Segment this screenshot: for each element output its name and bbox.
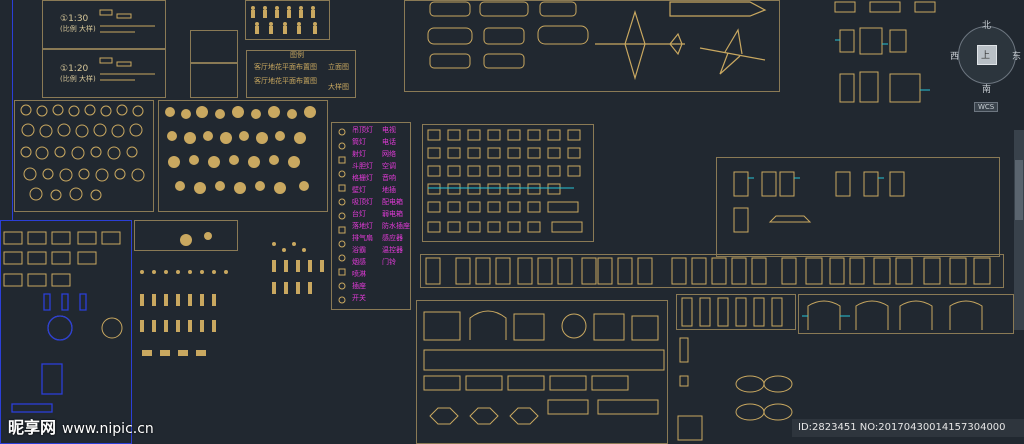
compass-center[interactable]: 上 [981,51,991,61]
legend-item: 插座 [352,282,366,290]
legend-item: 格栅灯 [352,174,373,182]
image-id-label: ID:2823451 NO:20170430014157304000 [792,419,1024,437]
scale-label: ①1:30 [60,14,89,24]
legend-item: 感应器 [382,234,403,242]
legend-row: 客厅地花平面布置图 [254,63,317,71]
equipment-block [3,231,123,413]
panel-block [681,297,783,327]
people-silhouettes-block [134,220,324,356]
legend-item: 防水插座 [382,222,410,230]
airplane-icon [595,9,685,81]
tree-plan-sheet [14,100,154,212]
compass-west[interactable]: 西 [950,52,960,62]
tree-icon [165,106,316,194]
legend-item: 空调 [382,162,396,170]
legend-item: 落地灯 [352,222,373,230]
view-cube-compass[interactable]: 北 南 西 东 上 WCS [950,18,1022,112]
legend-box [246,50,356,98]
legend-item: 弱电箱 [382,210,403,218]
legend-row: 客厅地花平面布置图 [254,77,317,85]
sheet-border [12,0,13,220]
legend-item: 配电箱 [382,198,403,206]
legend-item: 射灯 [352,150,366,158]
door-elevation-block [733,171,905,233]
scale-label: ①1:20 [60,64,89,74]
sheet-frame [42,48,166,50]
legend-item: 门铃 [382,258,396,266]
chair-icon [427,129,583,233]
legend-item: 壁灯 [352,186,366,194]
symbol-legend-list: 吊顶灯 筒灯 射灯 斗胆灯 格栅灯 壁灯 吸顶灯 台灯 落地灯 排气扇 浴霸 烟… [352,126,410,308]
watermark: 昵享网 www.nipic.cn [8,414,154,438]
legend-item: 吸顶灯 [352,198,373,206]
legend-item: 浴霸 [352,246,366,254]
archway-block [802,300,983,330]
tree-elevation-block [165,106,316,194]
scale-sub: (比例 大样) [60,25,96,33]
compass-north[interactable]: 北 [982,21,992,31]
legend-mark: 大样图 [328,83,349,91]
furniture-block [427,129,583,233]
watermark-brand: 昵享网 [8,418,57,437]
panel-sheet [676,294,796,330]
legend-item: 温控器 [382,246,403,254]
compass-east[interactable]: 东 [1012,52,1022,62]
tree-elevation-sheet [158,100,328,212]
wcs-button[interactable]: WCS [974,102,999,112]
legend-item: 网络 [382,150,396,158]
legend-item: 电视 [382,126,396,134]
symbol-legend-sheet [331,122,411,310]
legend-item: 排气扇 [352,234,373,242]
vertical-scrollbar[interactable] [1014,130,1024,330]
tree-plan-block [20,104,145,201]
legend-title: 图例 [290,51,304,59]
gate-arch-block [423,310,665,425]
sheet-frame [190,30,238,98]
airplane-icon [669,1,767,75]
legend-item: 喷淋 [352,270,366,278]
watermark-url: www.nipic.cn [62,421,154,437]
legend-item: 吊顶灯 [352,126,373,134]
door-strip-sheet [420,254,1004,288]
compass-south[interactable]: 南 [982,85,992,95]
legend-mark: 立面图 [328,63,349,71]
legend-item: 音响 [382,174,396,182]
archway-sheet [798,294,1014,334]
door-icon [733,171,905,233]
small-panel-block [677,337,703,441]
legend-item: 烟感 [352,258,366,266]
door-details-block [834,1,936,103]
door-elevation-sheet [716,157,1000,257]
scale-sub: (比例 大样) [60,75,96,83]
symbol-legend-icons [338,128,346,304]
legend-item: 筒灯 [352,138,366,146]
scale-bars [99,9,155,81]
legend-item: 开关 [352,294,366,302]
vehicles-block [427,1,767,81]
vehicles-sheet [404,0,780,92]
legend-item: 台灯 [352,210,366,218]
legend-item: 斗胆灯 [352,162,373,170]
view-cube[interactable] [977,45,997,65]
people-figures-block [245,0,330,40]
legend-item: 地插 [382,186,396,194]
furniture-sheet [422,124,594,242]
sheet-frame [190,62,238,64]
ornament-block [735,375,793,421]
scrollbar-thumb[interactable] [1015,160,1023,220]
door-strip-block [425,257,991,285]
legend-item: 电话 [382,138,396,146]
